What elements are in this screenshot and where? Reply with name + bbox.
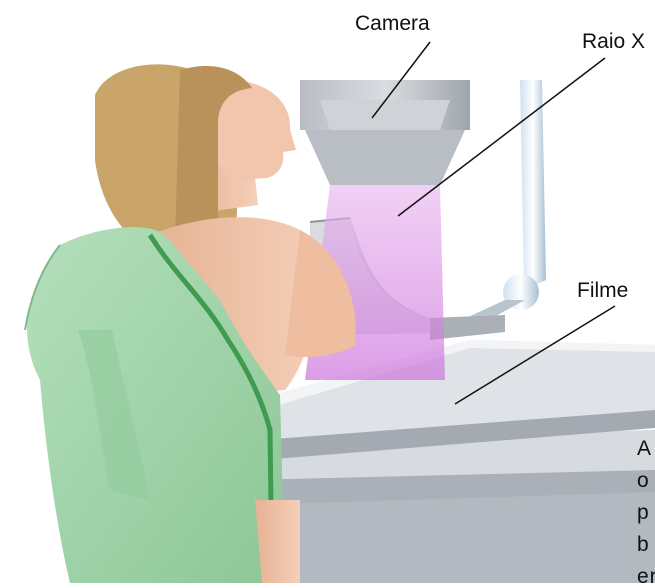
side-text-line-1: A	[637, 438, 652, 459]
film-label: Filme	[577, 279, 628, 302]
xray-label: Raio X	[582, 30, 645, 53]
side-text-line-2: o	[637, 470, 650, 491]
camera-housing	[300, 80, 470, 185]
camera-label: Camera	[355, 12, 430, 35]
side-text-line-3: p	[637, 502, 650, 523]
side-text-line-5: er	[637, 566, 655, 587]
side-text-line-4: b	[637, 534, 650, 555]
machine-arm	[520, 80, 546, 290]
